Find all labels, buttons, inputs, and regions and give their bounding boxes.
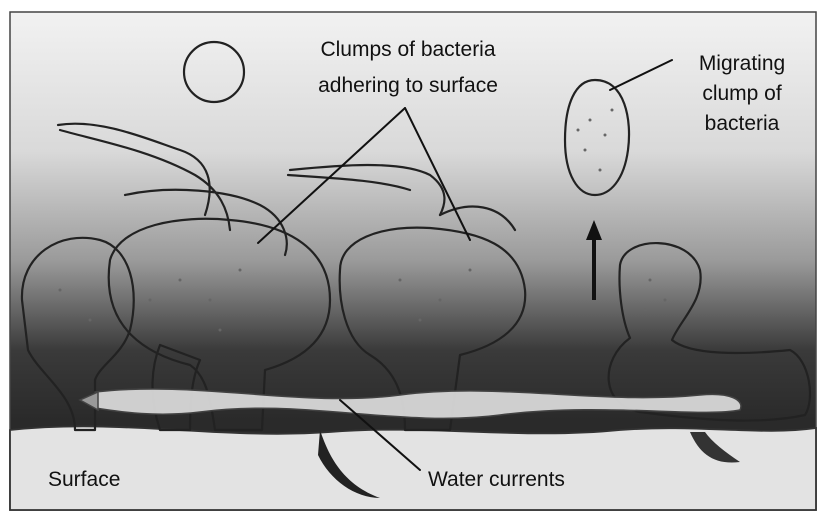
label-migrating-line3: bacteria xyxy=(705,112,780,135)
label-migrating-line2: clump of xyxy=(702,82,782,105)
label-migrating-line1: Migrating xyxy=(699,52,785,75)
label-clumps-line2: adhering to surface xyxy=(318,74,498,97)
label-clumps-line1: Clumps of bacteria xyxy=(320,38,495,61)
label-water-currents: Water currents xyxy=(428,468,565,491)
label-surface: Surface xyxy=(48,468,120,491)
